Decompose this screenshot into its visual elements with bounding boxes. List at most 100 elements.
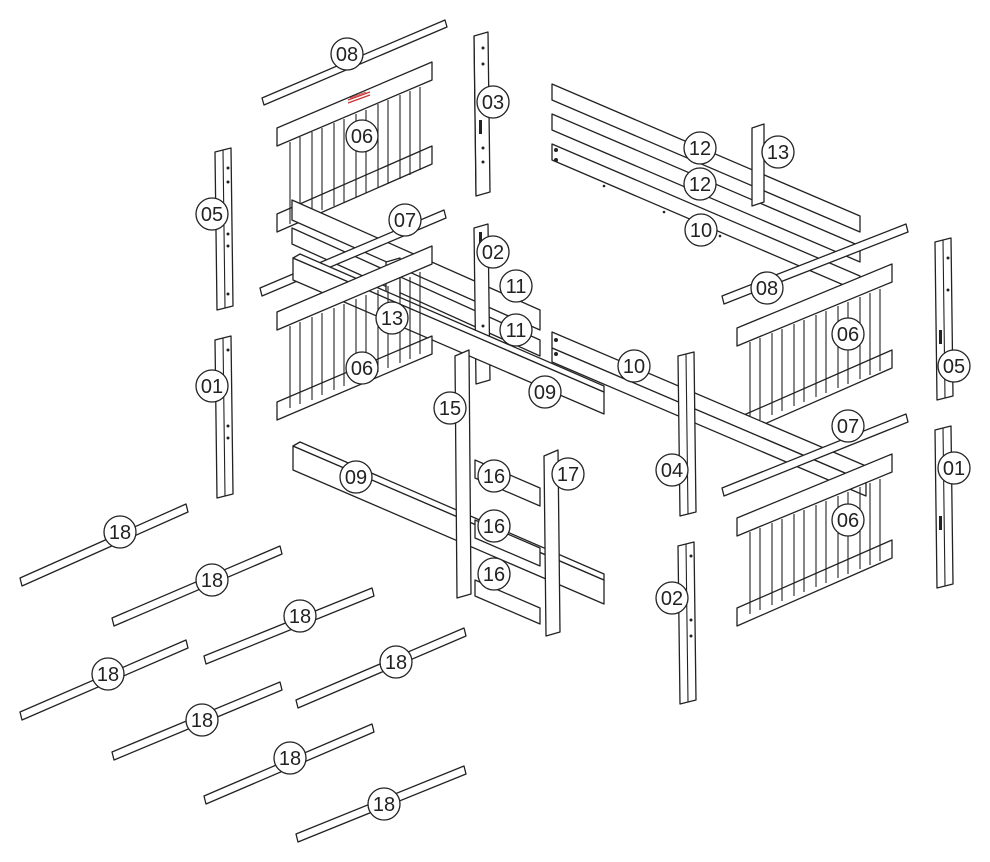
callout-03-1: 03 xyxy=(476,85,510,119)
callout-label: 18 xyxy=(191,710,213,732)
callout-circle xyxy=(499,313,533,347)
callout-circle xyxy=(477,557,511,591)
callout-09-19: 09 xyxy=(528,375,562,409)
callout-06-16: 06 xyxy=(345,351,379,385)
callout-label: 02 xyxy=(482,242,504,264)
callout-circle xyxy=(477,459,511,493)
callout-label: 16 xyxy=(483,564,505,586)
callout-label: 12 xyxy=(689,174,711,196)
callout-16-24: 16 xyxy=(477,459,511,493)
callout-label: 12 xyxy=(689,138,711,160)
callout-13-4: 13 xyxy=(761,135,795,169)
marking-label xyxy=(347,91,371,104)
post-04 xyxy=(677,351,697,517)
end-panel-upper-right xyxy=(721,223,909,437)
callout-label: 13 xyxy=(381,308,403,330)
callout-circle xyxy=(655,581,689,615)
callout-circle xyxy=(375,301,409,335)
callout-label: 06 xyxy=(837,510,859,532)
callout-label: 01 xyxy=(943,458,965,480)
callout-circle xyxy=(684,213,718,247)
callout-label: 11 xyxy=(506,276,527,298)
callout-label: 18 xyxy=(279,748,301,770)
callout-11-13: 11 xyxy=(499,313,533,347)
callout-18-34: 18 xyxy=(379,645,413,679)
callout-02-32: 02 xyxy=(655,581,689,615)
callout-circle xyxy=(195,369,229,403)
callout-10-15: 10 xyxy=(617,349,651,383)
callout-10-8: 10 xyxy=(684,213,718,247)
ladder-rail-17 xyxy=(543,449,561,637)
callout-label: 05 xyxy=(943,356,965,378)
callout-18-31: 18 xyxy=(195,563,229,597)
callout-label: 18 xyxy=(201,570,223,592)
callout-label: 18 xyxy=(109,522,131,544)
callout-label: 09 xyxy=(534,382,556,404)
callout-12-5: 12 xyxy=(683,167,717,201)
callout-circle xyxy=(831,503,865,537)
callout-label: 17 xyxy=(557,464,579,486)
post-01-right xyxy=(934,425,954,589)
callout-circle xyxy=(528,375,562,409)
callout-circle xyxy=(761,135,795,169)
callout-label: 05 xyxy=(201,204,223,226)
callout-circle xyxy=(345,351,379,385)
callout-05-6: 05 xyxy=(195,197,229,231)
callout-circle xyxy=(617,349,651,383)
post-02-lower xyxy=(677,541,697,705)
post-01-left xyxy=(214,335,234,499)
callout-label: 08 xyxy=(336,44,358,66)
callout-circle xyxy=(330,37,364,71)
callout-label: 10 xyxy=(623,356,645,378)
callout-circle xyxy=(273,741,307,775)
callout-label: 01 xyxy=(201,376,223,398)
callout-07-21: 07 xyxy=(831,409,865,443)
callout-09-25: 09 xyxy=(339,460,373,494)
callout-circle xyxy=(551,457,585,491)
callout-circle xyxy=(655,453,689,487)
callout-06-27: 06 xyxy=(831,503,865,537)
rail-10-front xyxy=(551,331,867,497)
callout-06-2: 06 xyxy=(345,119,379,153)
callout-18-35: 18 xyxy=(91,657,125,691)
callout-17-26: 17 xyxy=(551,457,585,491)
callout-label: 04 xyxy=(661,460,683,482)
callout-circle xyxy=(433,391,467,425)
callout-label: 11 xyxy=(506,320,527,342)
callout-circle xyxy=(283,599,317,633)
callout-label: 06 xyxy=(351,358,373,380)
callout-label: 16 xyxy=(483,516,505,538)
callout-circle xyxy=(91,657,125,691)
callout-label: 18 xyxy=(97,664,119,686)
callout-circle xyxy=(750,271,784,305)
callout-circle xyxy=(831,317,865,351)
callout-label: 18 xyxy=(373,794,395,816)
callout-label: 07 xyxy=(394,210,416,232)
callout-circle xyxy=(831,409,865,443)
callout-circle xyxy=(476,235,510,269)
callout-label: 03 xyxy=(482,92,504,114)
callout-08-0: 08 xyxy=(330,37,364,71)
callout-circle xyxy=(367,787,401,821)
callout-label: 10 xyxy=(690,220,712,242)
callout-01-18: 01 xyxy=(195,369,229,403)
callout-circle xyxy=(476,85,510,119)
callout-circle xyxy=(103,515,137,549)
callout-label: 13 xyxy=(767,142,789,164)
ladder-rail-15 xyxy=(454,349,472,599)
callout-circle xyxy=(937,451,971,485)
callout-circle xyxy=(477,509,511,543)
callout-18-37: 18 xyxy=(273,741,307,775)
callout-06-14: 06 xyxy=(831,317,865,351)
callout-circle xyxy=(345,119,379,153)
callout-15-20: 15 xyxy=(433,391,467,425)
callout-01-22: 01 xyxy=(937,451,971,485)
callout-circle xyxy=(195,563,229,597)
callout-label: 02 xyxy=(661,588,683,610)
callout-label: 07 xyxy=(837,416,859,438)
callout-label: 18 xyxy=(289,606,311,628)
callout-04-23: 04 xyxy=(655,453,689,487)
callout-18-36: 18 xyxy=(185,703,219,737)
